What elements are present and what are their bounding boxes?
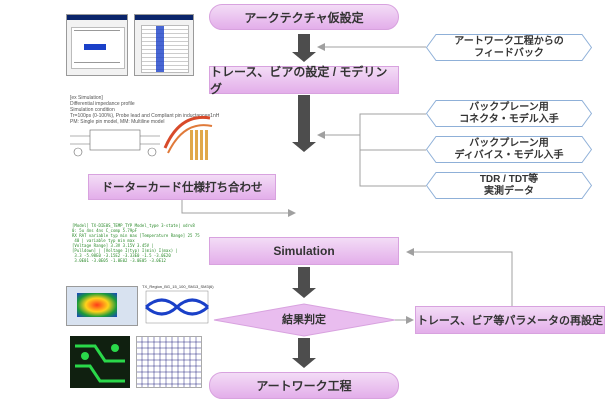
thumbnail-3d-field (66, 286, 138, 326)
node-architecture: アークテクチャ仮設定 (209, 4, 399, 30)
input-shape (426, 100, 592, 127)
window-body (71, 27, 125, 69)
arrow-down-2 (292, 95, 316, 152)
input-shape (426, 34, 592, 61)
field-heatmap (77, 293, 117, 317)
simulation-log: [Model] TX-DIE0S_TEMP_TYP Model_type 3-s… (72, 223, 200, 263)
pcb-green-art (75, 344, 125, 383)
node-decision-label: 結果判定 (282, 314, 326, 326)
input-tdr-data: TDR / TDT等実測データ (426, 172, 592, 199)
node-artwork: アートワーク工程 (209, 372, 399, 399)
thumbnail-layout-window-2 (134, 14, 194, 76)
input-connector-model: バックプレーン用コネクタ・モデル入手 (426, 100, 592, 127)
thumbnail-pcb-green (70, 336, 130, 388)
eye-diagram-title: TX_Region_BG_15_100_SM13_SM3(6) (142, 284, 214, 289)
window-body (141, 25, 189, 73)
decision-diamond (213, 303, 396, 337)
input-artwork-feedback: アートワーク工程からのフィードバック (426, 34, 592, 61)
schematic-drawing (70, 129, 160, 157)
input-shape (426, 136, 592, 163)
arrow-down-3 (292, 267, 316, 298)
pcb-connector-illustration (163, 115, 213, 160)
connector-loop (406, 248, 513, 306)
connector-daughter-card (181, 200, 296, 217)
node-simulation: Simulation (209, 237, 399, 265)
thumbnail-via-grid (136, 336, 202, 388)
thumbnail-layout-window-1 (66, 14, 128, 76)
window-titlebar (67, 15, 127, 20)
input-shape (426, 172, 592, 199)
arrow-down-4 (292, 338, 316, 368)
input-device-model: バックプレーン用ディバイス・モデル入手 (426, 136, 592, 163)
thumbnail-eye-diagram: TX_Region_BG_15_100_SM13_SM3(6) (142, 284, 214, 326)
window-titlebar (135, 15, 193, 20)
blue-trace (156, 26, 164, 72)
eye-diagram (145, 290, 209, 324)
line (74, 62, 120, 63)
line (74, 30, 120, 31)
node-daughter-card: ドーターカード仕様打ち合わせ (88, 174, 276, 200)
pcb-caption: [ex Simulation] Differential impedance p… (70, 95, 220, 125)
connector-connector-model (317, 113, 426, 139)
node-reconfigure: トレース、ビア等パラメータの再設定 (415, 306, 605, 334)
connector-tdr (359, 150, 426, 187)
blue-trace (84, 44, 106, 50)
node-trace-via-modeling: トレース、ビアの設定 / モデリング (209, 65, 399, 96)
arrow-down-1 (292, 34, 316, 62)
connector-device-model (359, 135, 426, 151)
